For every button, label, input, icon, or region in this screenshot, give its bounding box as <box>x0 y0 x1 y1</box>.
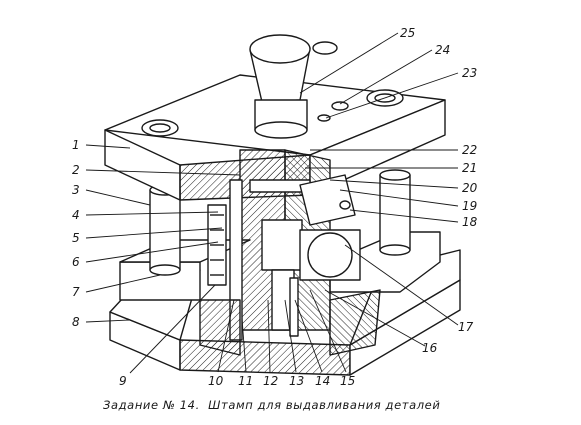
callout-8: 8 <box>72 315 80 329</box>
callout-14: 14 <box>315 374 330 388</box>
leader-lines <box>85 32 459 374</box>
callout-11: 11 <box>238 374 253 388</box>
callout-21: 21 <box>462 161 477 175</box>
figure-title: Штамп для выдавливания деталей <box>208 398 441 412</box>
callout-22: 22 <box>462 143 477 157</box>
callout-1: 1 <box>72 138 80 152</box>
lower-section <box>199 289 381 356</box>
shank <box>249 34 311 139</box>
callout-10: 10 <box>208 374 224 388</box>
callout-4: 4 <box>72 208 80 222</box>
assignment-number: Задание № 14. <box>103 398 200 412</box>
callout-9: 9 <box>119 374 127 388</box>
figure-caption: Задание № 14. Штамп для выдавливания дет… <box>103 398 523 412</box>
callout-20: 20 <box>462 181 478 195</box>
callout-5: 5 <box>72 231 80 245</box>
callout-6: 6 <box>72 255 80 269</box>
callout-23: 23 <box>462 66 477 80</box>
callout-18: 18 <box>462 215 478 229</box>
central-section <box>239 149 361 337</box>
callout-15: 15 <box>340 374 355 388</box>
callout-19: 19 <box>462 199 477 213</box>
callout-3: 3 <box>72 183 80 197</box>
callout-12: 12 <box>263 374 278 388</box>
callout-17: 17 <box>458 320 474 334</box>
callout-13: 13 <box>289 374 304 388</box>
callout-2: 2 <box>72 163 80 177</box>
callout-24: 24 <box>435 43 450 57</box>
callout-25: 25 <box>400 26 415 40</box>
guide-post-right <box>379 169 411 256</box>
callout-7: 7 <box>72 285 80 299</box>
callouts: 1 2 3 4 5 6 7 8 9 10 11 12 13 14 15 16 1… <box>72 26 478 388</box>
callout-16: 16 <box>422 341 438 355</box>
